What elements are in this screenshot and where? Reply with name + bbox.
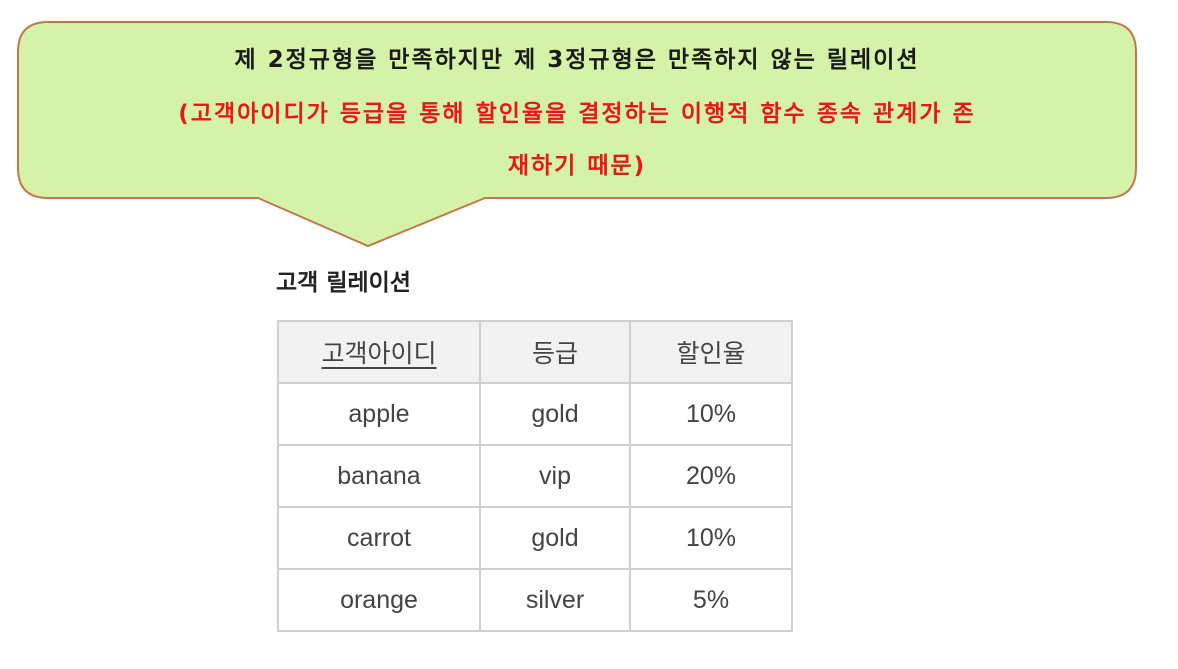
cell-customer-id: banana: [277, 444, 481, 508]
cell-grade: gold: [479, 506, 631, 570]
cell-discount: 20%: [629, 444, 793, 508]
column-header-discount: 할인율: [629, 320, 793, 384]
table-header-row: 고객아이디 등급 할인율: [277, 320, 793, 384]
callout-heading: 제 2정규형을 만족하지만 제 3정규형은 만족하지 않는 릴레이션: [234, 47, 920, 73]
table-row: orange silver 5%: [277, 568, 793, 632]
cell-customer-id: apple: [277, 382, 481, 446]
primary-key-label: 고객아이디: [321, 340, 437, 368]
cell-customer-id: orange: [277, 568, 481, 632]
table-row: banana vip 20%: [277, 444, 793, 508]
cell-grade: silver: [479, 568, 631, 632]
cell-discount: 5%: [629, 568, 793, 632]
speech-bubble-shape: [17, 21, 1137, 248]
cell-grade: vip: [479, 444, 631, 508]
column-header-grade: 등급: [479, 320, 631, 384]
relation-title: 고객 릴레이션: [276, 270, 411, 296]
callout-reason-line-2: 재하기 때문): [507, 153, 647, 179]
cell-grade: gold: [479, 382, 631, 446]
callout-reason-line-1: (고객아이디가 등급을 통해 할인율을 결정하는 이행적 함수 종속 관계가 존: [178, 101, 976, 127]
cell-discount: 10%: [629, 506, 793, 570]
column-header-customer-id: 고객아이디: [277, 320, 481, 384]
cell-discount: 10%: [629, 382, 793, 446]
table-row: apple gold 10%: [277, 382, 793, 446]
customer-relation-table: 고객아이디 등급 할인율 apple gold 10% banana vip 2…: [277, 320, 793, 632]
cell-customer-id: carrot: [277, 506, 481, 570]
table-row: carrot gold 10%: [277, 506, 793, 570]
